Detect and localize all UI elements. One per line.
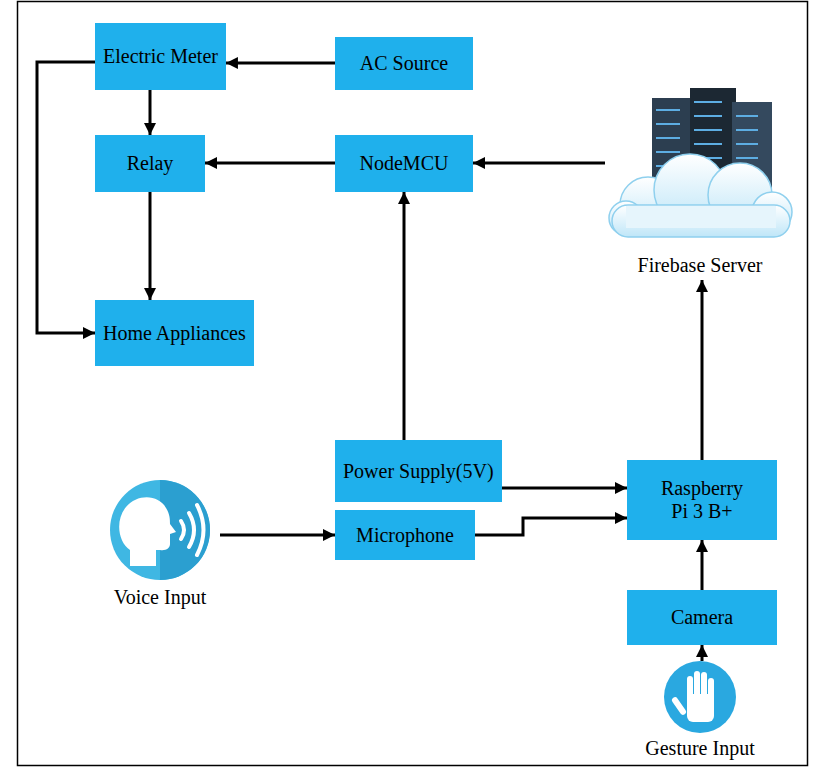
node-label: Raspberry Pi 3 B+	[652, 477, 752, 523]
server-stripe	[736, 129, 758, 131]
server-stripe	[694, 101, 722, 103]
connector-arrow	[701, 280, 704, 460]
server-stripe	[656, 137, 680, 139]
node-label: Camera	[671, 606, 733, 629]
node-label: Firebase Server	[638, 254, 763, 277]
process-box: Power Supply(5V)	[335, 440, 502, 502]
node-label: Gesture Input	[645, 737, 754, 760]
icon-node: Voice Input	[100, 480, 220, 612]
connector-arrow	[502, 487, 627, 490]
icon-node: Gesture Input	[630, 661, 770, 763]
connector-arrow	[226, 62, 335, 65]
process-box: AC Source	[335, 37, 473, 90]
connector-arrow	[149, 90, 152, 135]
server-stripe	[656, 109, 680, 111]
server-stripe	[736, 115, 758, 117]
process-box: Microphone	[335, 510, 475, 560]
connector-arrow	[403, 192, 406, 440]
server-stripe	[694, 143, 722, 145]
hand-icon	[664, 661, 736, 733]
node-label: Relay	[127, 152, 174, 175]
node-label: Home Appliances	[103, 322, 246, 345]
connector-arrow	[473, 162, 605, 165]
process-box: Raspberry Pi 3 B+	[627, 460, 777, 540]
node-label: Electric Meter	[103, 45, 218, 68]
connector-arrow	[220, 534, 335, 537]
node-label: Voice Input	[114, 586, 206, 609]
server-stripe	[736, 157, 758, 159]
node-label: Power Supply(5V)	[343, 460, 494, 483]
connector-arrow	[37, 62, 95, 333]
frame-border	[18, 2, 808, 766]
server-stripe	[656, 151, 680, 153]
connector-arrow	[701, 540, 704, 590]
connector-arrow	[149, 192, 152, 300]
node-label: Microphone	[356, 524, 454, 547]
process-box: NodeMCU	[335, 135, 473, 192]
node-label: AC Source	[360, 52, 448, 75]
connector-arrow	[701, 645, 704, 661]
cloud-icon	[609, 154, 792, 237]
server-stripe	[736, 143, 758, 145]
server-stripe	[694, 115, 722, 117]
server-stripe	[694, 129, 722, 131]
icon-node: Firebase Server	[605, 86, 795, 280]
process-box: Relay	[95, 135, 205, 192]
node-label: NodeMCU	[360, 152, 449, 175]
process-box: Home Appliances	[95, 300, 254, 366]
process-box: Camera	[627, 590, 777, 645]
voice-icon	[110, 480, 210, 580]
connector-arrow	[475, 518, 627, 535]
connector-arrow	[205, 162, 335, 165]
server-stripe	[656, 123, 680, 125]
process-box: Electric Meter	[95, 23, 226, 90]
cloud-fill	[626, 206, 776, 228]
